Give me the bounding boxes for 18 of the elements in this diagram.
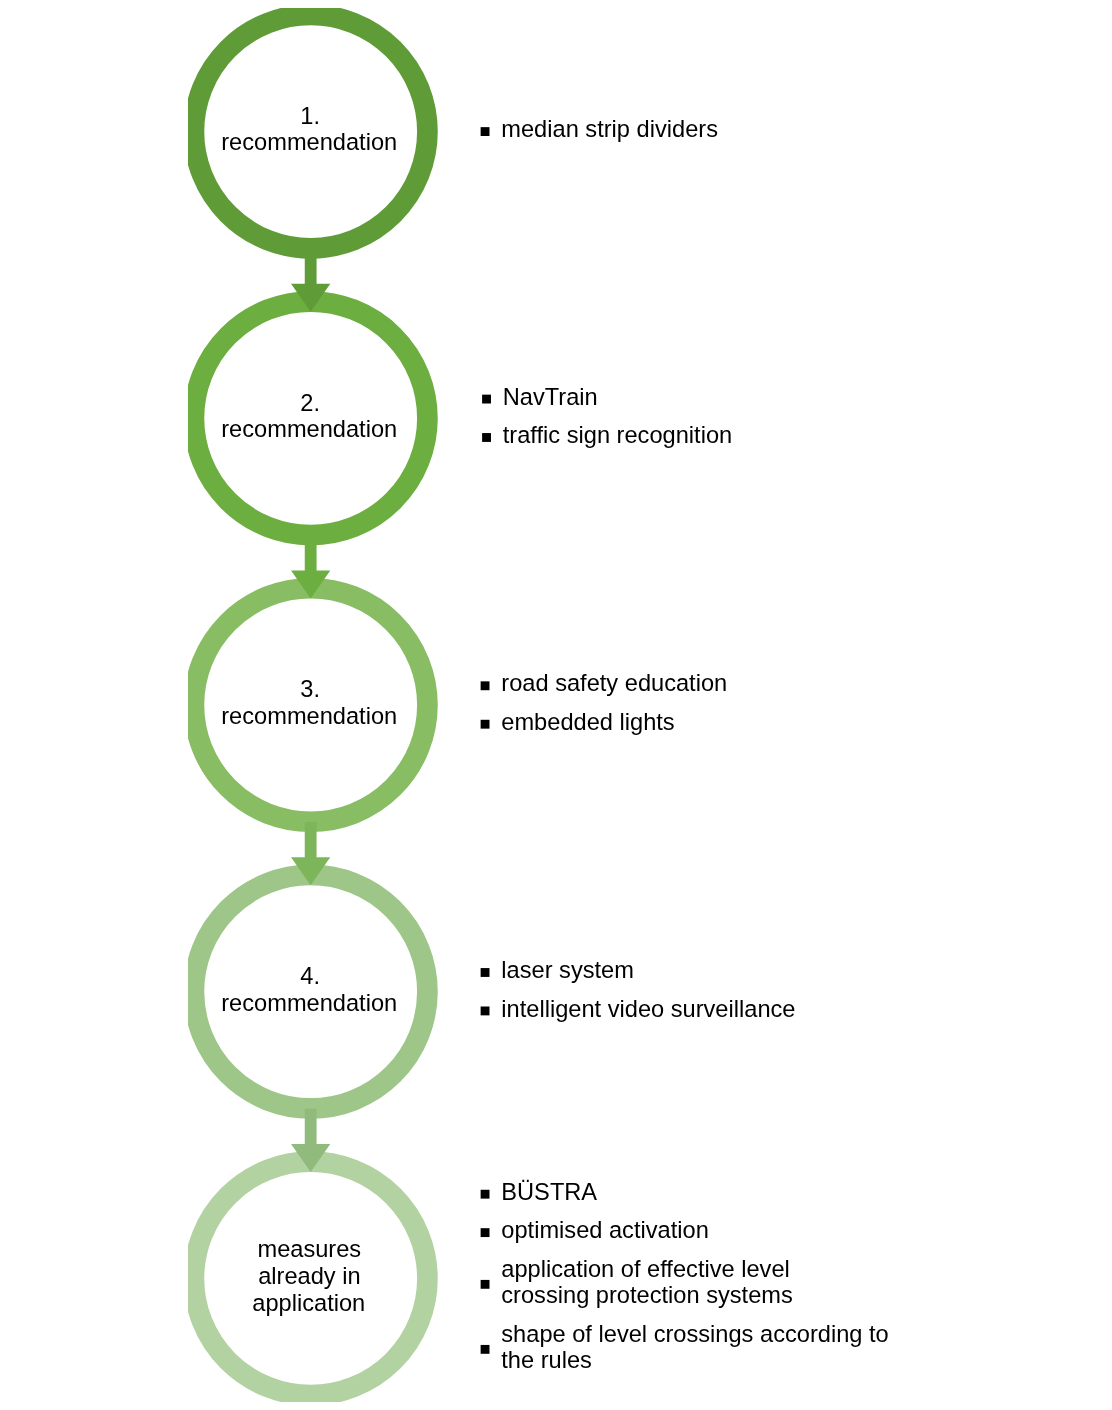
node-label: shape of level crossings according to the rules [501,1320,889,1374]
node-label: traffic sign recognition [502,422,733,449]
node-label: NavTrain [502,383,598,410]
arrow [291,821,331,886]
node-circle: 1. recommendation [188,8,438,259]
node-label: laser system [501,957,634,984]
node-circle: 4. recommendation [188,864,438,1119]
node-circle: 2. recommendation [188,291,438,546]
node-circle: measures already in application [188,1151,438,1402]
arrow [291,1108,331,1172]
node-label: application of effective level crossing protection systems [501,1255,793,1309]
node-label: BÜSTRA [501,1178,598,1205]
node-label: embedded lights [501,708,675,735]
node-label: road safety education [501,670,728,697]
node-circle: 3. recommendation [188,577,438,833]
node-label: optimised activation [501,1217,709,1244]
node-label: median strip dividers [501,116,718,143]
node-label: intelligent video surveillance [501,995,796,1022]
